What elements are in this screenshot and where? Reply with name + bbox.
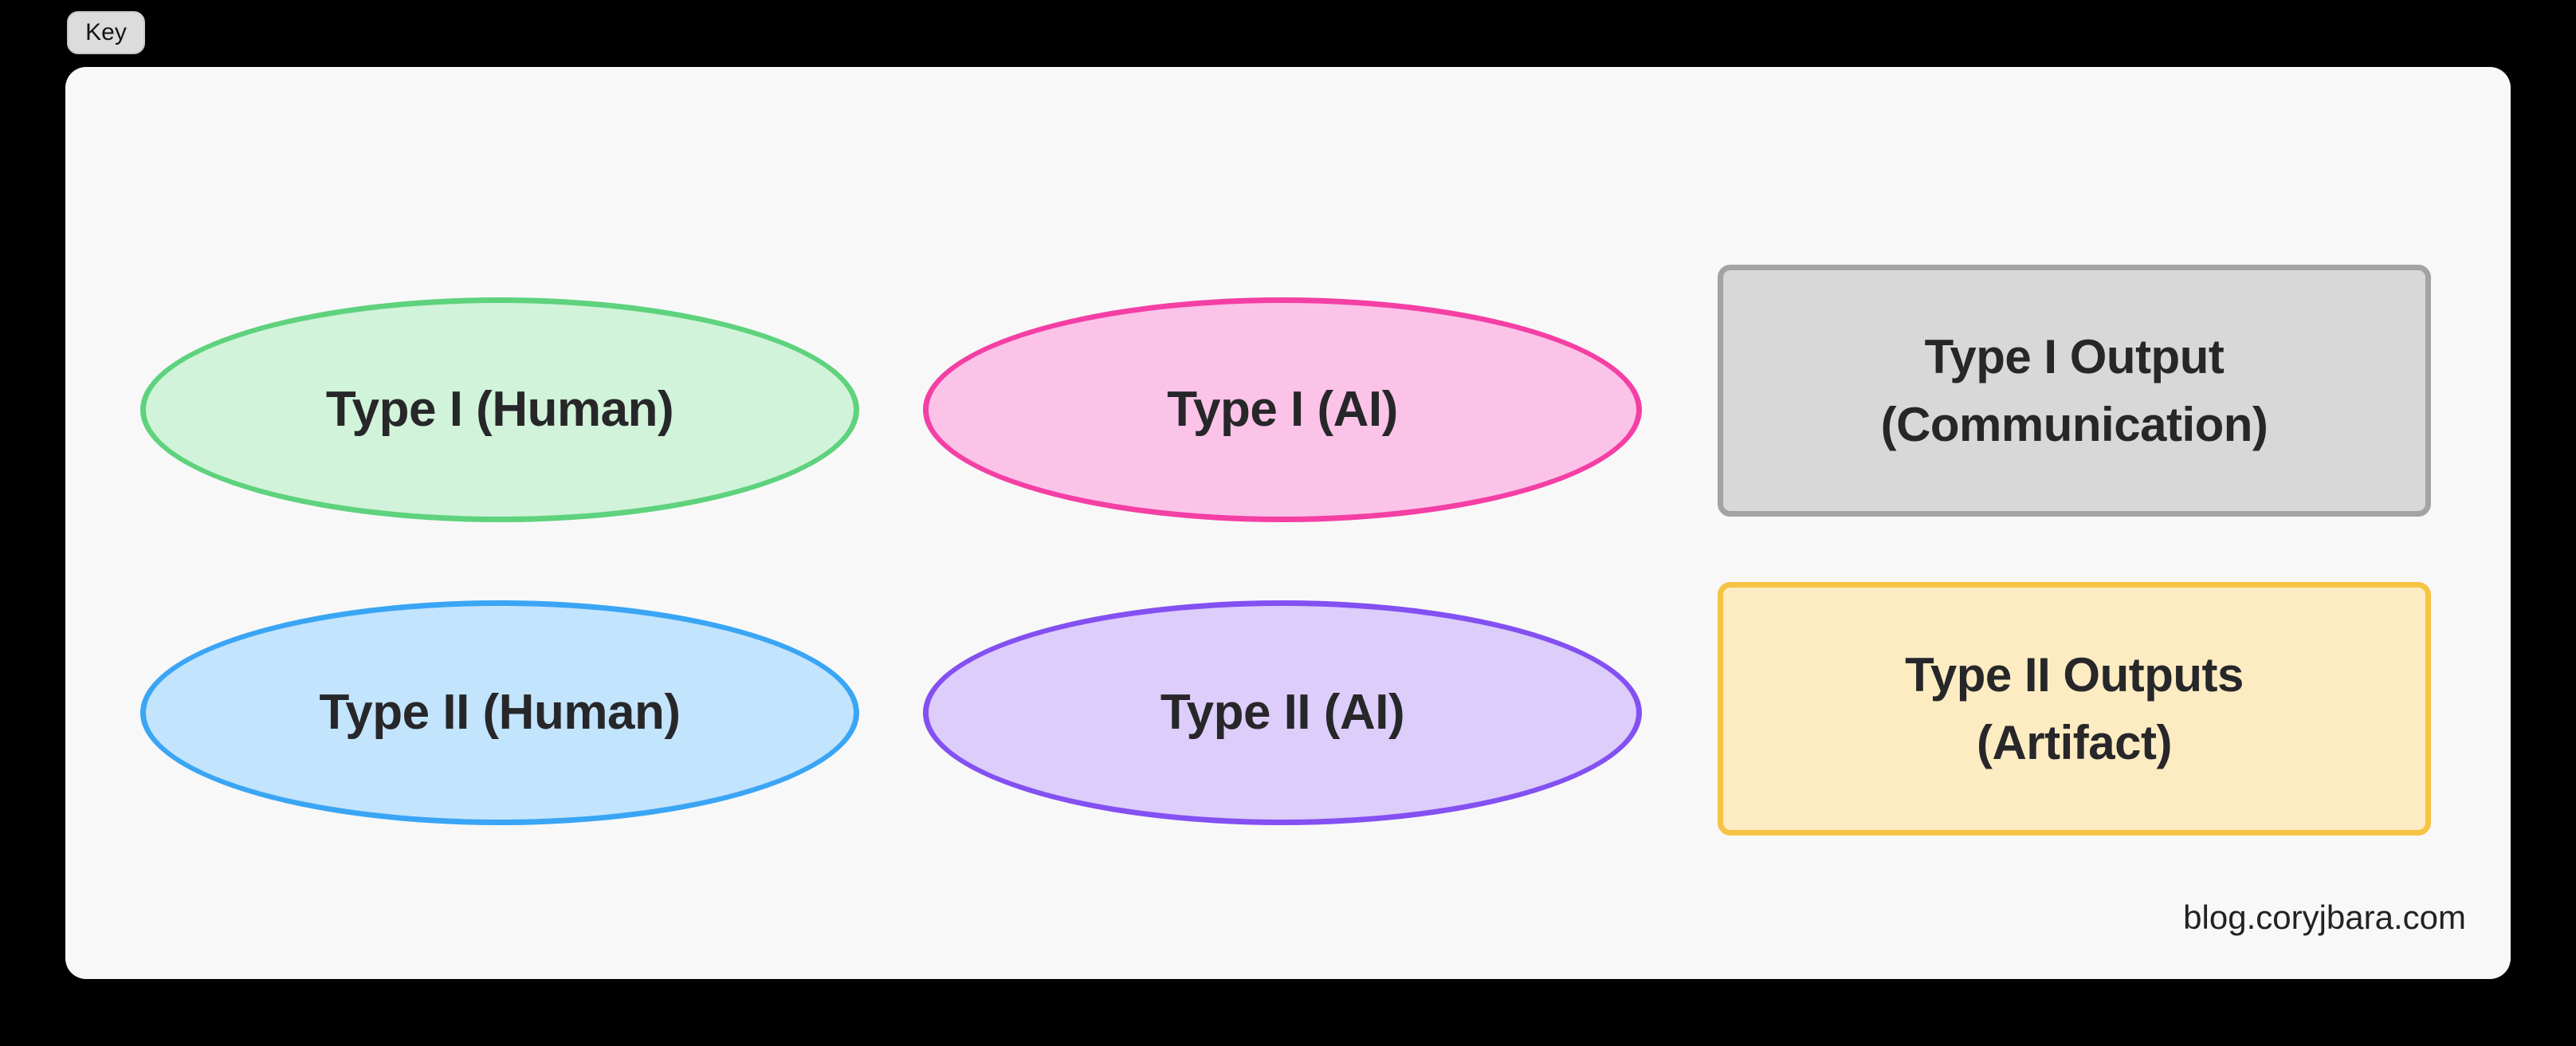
legend-node-label-line2: (Communication) <box>1880 398 2268 451</box>
legend-node-label-line2: (Artifact) <box>1977 716 2173 769</box>
legend-node-type1-ai[interactable]: Type I (AI) <box>923 297 1642 522</box>
legend-node-label: Type II (Human) <box>319 684 681 740</box>
key-badge: Key <box>67 11 145 54</box>
legend-card: Type I (Human) Type I (AI) Type II (Huma… <box>65 67 2511 979</box>
legend-node-type1-output[interactable]: Type I Output (Communication) <box>1718 265 2431 517</box>
legend-node-label: Type II (AI) <box>1160 684 1405 740</box>
footer-watermark: blog.coryjbara.com <box>2183 899 2466 936</box>
legend-node-label: Type I (Human) <box>325 381 674 437</box>
key-badge-label: Key <box>85 19 127 45</box>
legend-node-label: Type I (AI) <box>1167 381 1398 437</box>
legend-node-label-line1: Type II Outputs <box>1905 647 2244 702</box>
legend-node-type2-ai[interactable]: Type II (AI) <box>923 600 1642 825</box>
legend-node-type2-outputs[interactable]: Type II Outputs (Artifact) <box>1718 582 2431 836</box>
legend-node-type2-human[interactable]: Type II (Human) <box>140 600 859 825</box>
legend-node-label-line1: Type I Output <box>1924 329 2225 383</box>
legend-node-type1-human[interactable]: Type I (Human) <box>140 297 859 522</box>
